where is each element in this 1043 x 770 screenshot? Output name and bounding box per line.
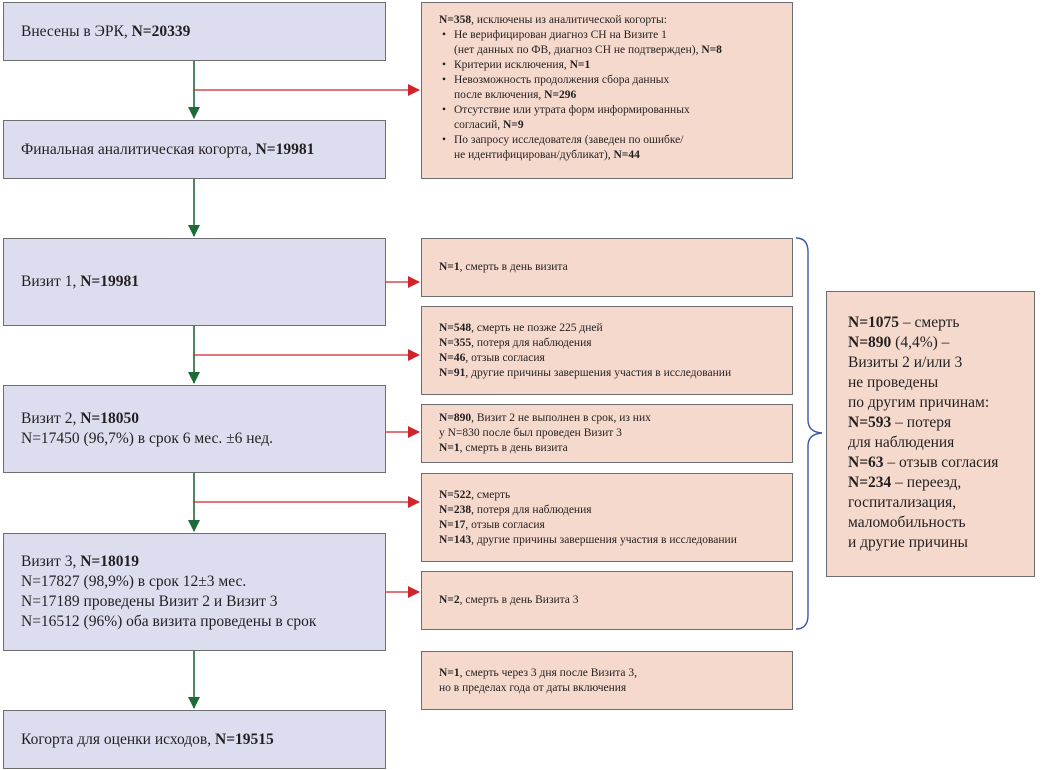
box-visit2-late-line-2: у N=830 после был проведен Визит 3 [439, 427, 622, 439]
box-visit-1: Визит 1, N=19981 [3, 238, 386, 326]
visit-2-detail: N=17450 (96,7%) в срок 6 мес. ±6 нед. [21, 430, 273, 447]
box-after-visit1-line-3: N=46, отзыв согласия [439, 351, 545, 364]
registered-text: Внесены в ЭРК, N=20339 [21, 22, 191, 40]
exclusion-item-3: Невозможность продолжения сбора данныхпо… [439, 73, 784, 103]
exclusion-item-1: Не верифицирован диагноз СН на Визите 1(… [439, 28, 784, 58]
box-summary-line-10: госпитализация, [848, 494, 957, 511]
box-visit2-late-line-3: N=1, смерть в день визита [439, 442, 568, 454]
box-summary-line-2: N=890 (4,4%) – [848, 334, 950, 351]
box-visit1-death-line-1: N=1, смерть в день визита [439, 261, 568, 273]
box-visit3-death: N=2, смерть в день Визита 3 [421, 571, 793, 630]
box-summary-line-6: N=593 – потеря [848, 414, 952, 431]
visit-3-detail-3: N=16512 (96%) оба визита проведены в сро… [21, 613, 317, 630]
exclusion-item-2: Критерии исключения, N=1 [439, 58, 784, 73]
exclusions-header: N=358, исключены из аналитической когорт… [439, 14, 667, 26]
box-summary-line-4: не проведены [848, 374, 939, 391]
outcome-cohort-text: Когорта для оценки исходов, N=19515 [21, 730, 274, 748]
box-outcome-cohort: Когорта для оценки исходов, N=19515 [3, 710, 386, 769]
box-summary-line-5: по другим причинам: [848, 394, 990, 411]
box-summary-line-8: N=63 – отзыв согласия [848, 454, 999, 471]
visit-3-title: Визит 3, N=18019 [21, 553, 139, 570]
box-visit2-late: N=890, Визит 2 не выполнен в срок, из ни… [421, 404, 793, 463]
box-visit3-death-line-1: N=2, смерть в день Визита 3 [439, 594, 579, 606]
exclusion-item-5: По запросу исследователя (заведен по оши… [439, 133, 784, 163]
visit-1-text: Визит 1, N=19981 [21, 273, 139, 290]
box-after-visit2-line-4: N=143, другие причины завершения участия… [439, 533, 737, 546]
box-summary-line-12: и другие причины [848, 534, 968, 551]
box-visit1-death: N=1, смерть в день визита [421, 238, 793, 297]
visit-3-detail-2: N=17189 проведены Визит 2 и Визит 3 [21, 593, 278, 610]
box-visit-3: Визит 3, N=18019 N=17827 (98,9%) в срок … [3, 533, 386, 651]
box-registered: Внесены в ЭРК, N=20339 [3, 2, 386, 61]
box-after-visit1-line-1: N=548, смерть не позже 225 дней [439, 321, 603, 334]
box-after-visit3-death-line-2: но в пределах года от даты включения [439, 681, 627, 694]
box-after-visit3-death-line-1: N=1, смерть через 3 дня после Визита 3, [439, 666, 637, 679]
visit-2-title: Визит 2, N=18050 [21, 410, 139, 427]
box-after-visit1-line-4: N=91, другие причины завершения участия … [439, 366, 732, 379]
box-summary-line-7: для наблюдения [848, 434, 955, 451]
box-visit-2: Визит 2, N=18050 N=17450 (96,7%) в срок … [3, 385, 386, 473]
final-cohort-text: Финальная аналитическая когорта, N=19981 [21, 140, 315, 158]
summary-brace [795, 237, 823, 630]
exclusions-list: Не верифицирован диагноз СН на Визите 1(… [439, 28, 784, 163]
box-after-visit3-death: N=1, смерть через 3 дня после Визита 3, н… [421, 651, 793, 710]
box-summary-line-9: N=234 – переезд, [848, 474, 962, 491]
box-summary-line-1: N=1075 – смерть [848, 314, 960, 331]
box-exclusions: N=358, исключены из аналитической когорт… [421, 2, 793, 179]
box-final-cohort: Финальная аналитическая когорта, N=19981 [3, 120, 386, 179]
exclusion-item-4: Отсутствие или утрата форм информированн… [439, 103, 784, 133]
box-after-visit2-line-2: N=238, потеря для наблюдения [439, 503, 592, 516]
box-after-visit2-line-3: N=17, отзыв согласия [439, 518, 545, 531]
box-summary-line-3: Визиты 2 и/или 3 [848, 354, 963, 371]
box-summary-line-11: маломобильность [848, 514, 966, 531]
box-visit2-late-line-1: N=890, Визит 2 не выполнен в срок, из ни… [439, 412, 651, 424]
visit-3-detail-1: N=17827 (98,9%) в срок 12±3 мес. [21, 573, 247, 590]
box-after-visit2-line-1: N=522, смерть [439, 488, 511, 501]
box-after-visit1-line-2: N=355, потеря для наблюдения [439, 336, 592, 349]
